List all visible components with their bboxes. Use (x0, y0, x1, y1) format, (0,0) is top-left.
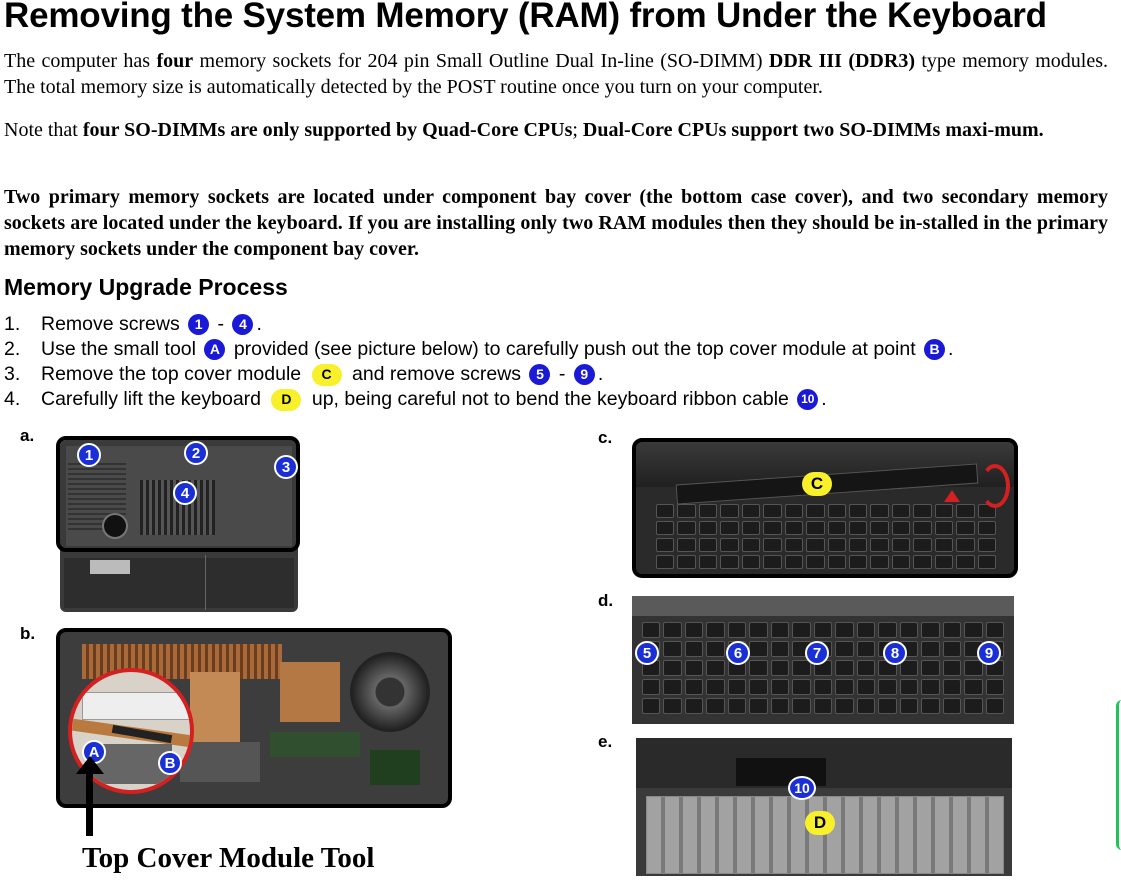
cable-badge: 10 (797, 389, 819, 410)
intro-paragraph: The computer has four memory sockets for… (4, 50, 1109, 98)
label-sticker (90, 560, 130, 574)
screw-badge: 4 (232, 314, 254, 335)
note-paragraph: Note that four SO-DIMMs are only support… (4, 119, 1044, 141)
screw-6-marker: 6 (726, 641, 750, 665)
figure-b-label: b. (20, 624, 36, 643)
keyboard-cover-photo (636, 442, 1014, 574)
screw-3-marker: 3 (274, 455, 298, 479)
screw-badge: 5 (529, 364, 551, 385)
figure-c-label: c. (598, 428, 613, 447)
screw-8-marker: 8 (883, 641, 907, 665)
figure-d-label: d. (598, 591, 614, 610)
memory-slot (270, 732, 360, 757)
arrow-up-icon (76, 756, 104, 774)
fan (350, 652, 430, 732)
cover-badge: C (311, 363, 342, 386)
arrow-shaft (86, 766, 93, 836)
keyboard-badge: D (271, 388, 302, 411)
point-badge: B (924, 339, 946, 360)
cpu-heatsink (190, 672, 240, 742)
keyboard-underside (646, 796, 1004, 874)
step-2: 2. Use the small tool A provided (see pi… (4, 338, 954, 360)
tool-badge: A (204, 339, 226, 360)
figure-c-frame (632, 438, 1018, 578)
sockets-paragraph: Two primary memory sockets are located u… (4, 186, 1108, 260)
page-edge-marker (1116, 700, 1121, 850)
page-title: Removing the System Memory (RAM) from Un… (4, 0, 1047, 35)
screw-5-marker: 5 (635, 641, 659, 665)
section-heading: Memory Upgrade Process (4, 274, 288, 300)
screw-1-marker: 1 (77, 443, 101, 467)
point-b-marker: B (158, 751, 182, 775)
cover-c-marker: C (802, 472, 832, 496)
figure-a-highlight (56, 436, 300, 552)
screw-4-marker: 4 (173, 481, 197, 505)
step-4: 4. Carefully lift the keyboard D up, bei… (4, 388, 827, 411)
screw-2-marker: 2 (184, 441, 208, 465)
step-3: 3. Remove the top cover module C and rem… (4, 363, 604, 386)
screw-badge: 1 (188, 314, 210, 335)
cable-10-marker: 10 (788, 776, 816, 800)
rotate-arrow-icon (980, 464, 1010, 508)
figure-a-label: a. (20, 426, 35, 445)
figure-e-label: e. (598, 732, 613, 751)
lift-arrow-icon (944, 490, 960, 502)
tool-caption: Top Cover Module Tool (82, 842, 375, 874)
screw-9-marker: 9 (977, 641, 1001, 665)
keyboard-d-marker: D (805, 811, 835, 835)
steps-list: 1. Remove screws 1 - 4 . 2. Use the smal… (4, 312, 953, 412)
screw-7-marker: 7 (805, 641, 829, 665)
screw-badge: 9 (573, 364, 595, 385)
figure-b-frame (56, 628, 452, 808)
keyboard-lift-photo (636, 738, 1012, 876)
step-1: 1. Remove screws 1 - 4 . (4, 313, 262, 335)
keyboard-screws-photo (632, 596, 1014, 724)
